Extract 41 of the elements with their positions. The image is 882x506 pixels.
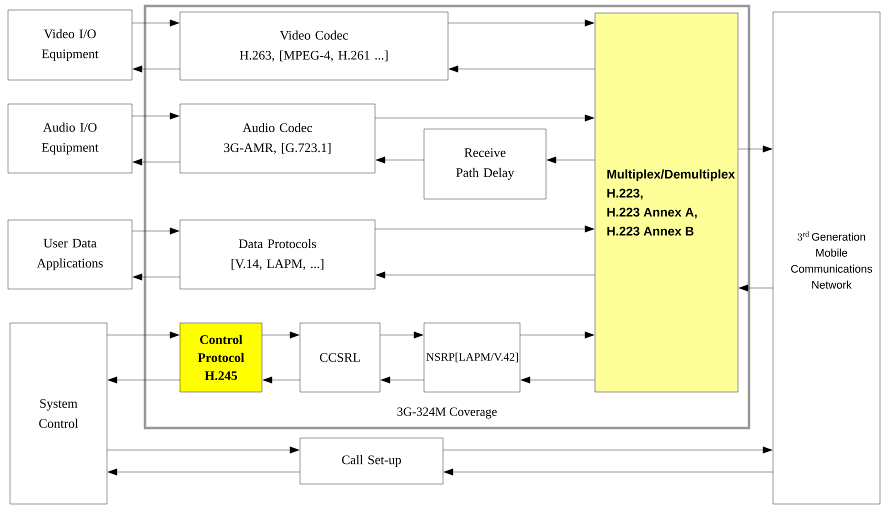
arrow (375, 114, 594, 122)
arrow (375, 226, 594, 232)
process-box: Call Set-up (300, 438, 444, 484)
arrow (107, 332, 180, 338)
arrow (376, 156, 424, 164)
arrow (444, 468, 773, 476)
arrow (443, 446, 772, 454)
process-box: CCSRL (300, 322, 380, 392)
process-box: NSRP[LAPM/V.42] (424, 322, 520, 392)
arrow (546, 156, 595, 164)
arrow (262, 376, 300, 384)
process-box: Control Protocol H.245 (180, 322, 262, 392)
arrow (520, 376, 595, 384)
process-box: Data Protocols [V.14, LAPM, ...] (180, 220, 376, 290)
arrow (376, 272, 595, 278)
arrow (132, 112, 180, 120)
arrow (262, 332, 300, 338)
arrow (380, 332, 424, 338)
multiplexer-box: Multiplex/Demultiplex H.223, H.223 Annex A, H.223 Annex B (594, 12, 738, 392)
arrow (738, 284, 773, 292)
arrow (132, 158, 180, 166)
arrow (132, 20, 180, 26)
process-box: User Data Applications (8, 220, 132, 290)
process-box: Video Codec H.263, [MPEG-4, H.261 ...] (180, 12, 448, 80)
arrow (107, 446, 300, 454)
arrow (448, 20, 594, 26)
arrow (132, 228, 180, 234)
network-box: $3^{\mathrm{rd}}$ Generation Mobile Communications Network (772, 12, 880, 504)
arrow (132, 66, 180, 72)
process-box: System Control (10, 322, 108, 504)
process-box: Video I/O Equipment (8, 10, 132, 80)
arrow (108, 468, 300, 476)
arrow (380, 376, 424, 384)
arrow (132, 274, 180, 280)
process-box: Audio I/O Equipment (8, 104, 132, 174)
arrow (738, 146, 772, 152)
arrow (520, 332, 594, 338)
process-box: Audio Codec 3G-AMR, [G.723.1] (180, 104, 376, 174)
process-box: Receive Path Delay (424, 128, 546, 200)
arrow (448, 66, 595, 72)
arrow (108, 376, 180, 384)
